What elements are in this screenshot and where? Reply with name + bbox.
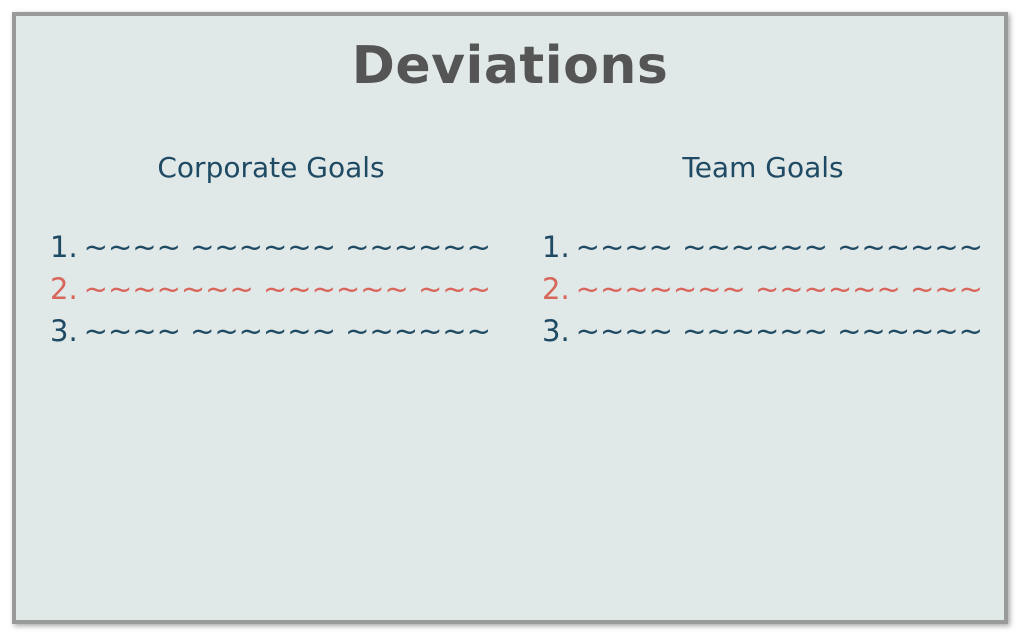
- corporate-goal-item: 3.~~~~ ~~~~~~ ~~~~~~: [50, 310, 491, 352]
- team-goal-item-deviation: 2.~~~~~~~ ~~~~~~ ~~~: [542, 268, 983, 310]
- team-goals-heading: Team Goals: [682, 151, 844, 184]
- item-text: ~~~~ ~~~~~~ ~~~~~~: [575, 230, 983, 264]
- item-number: 1.: [50, 230, 78, 264]
- item-text: ~~~~~~~ ~~~~~~ ~~~: [83, 272, 491, 306]
- corporate-goals-heading: Corporate Goals: [157, 151, 385, 184]
- slide-frame: Deviations Corporate Goals 1.~~~~ ~~~~~~…: [12, 12, 1008, 624]
- corporate-goal-item: 1.~~~~ ~~~~~~ ~~~~~~: [50, 226, 491, 268]
- item-number: 2.: [50, 272, 78, 306]
- team-goal-item: 3.~~~~ ~~~~~~ ~~~~~~: [542, 310, 983, 352]
- team-goals-list: 1.~~~~ ~~~~~~ ~~~~~~ 2.~~~~~~~ ~~~~~~ ~~…: [542, 226, 983, 352]
- item-number: 3.: [542, 314, 570, 348]
- slide-title: Deviations: [351, 36, 669, 96]
- item-number: 3.: [50, 314, 78, 348]
- corporate-goal-item-deviation: 2.~~~~~~~ ~~~~~~ ~~~: [50, 268, 491, 310]
- item-text: ~~~~ ~~~~~~ ~~~~~~: [83, 230, 491, 264]
- item-number: 1.: [542, 230, 570, 264]
- item-text: ~~~~ ~~~~~~ ~~~~~~: [83, 314, 491, 348]
- item-text: ~~~~ ~~~~~~ ~~~~~~: [575, 314, 983, 348]
- item-text: ~~~~~~~ ~~~~~~ ~~~: [575, 272, 983, 306]
- item-number: 2.: [542, 272, 570, 306]
- team-goal-item: 1.~~~~ ~~~~~~ ~~~~~~: [542, 226, 983, 268]
- corporate-goals-list: 1.~~~~ ~~~~~~ ~~~~~~ 2.~~~~~~~ ~~~~~~ ~~…: [50, 226, 491, 352]
